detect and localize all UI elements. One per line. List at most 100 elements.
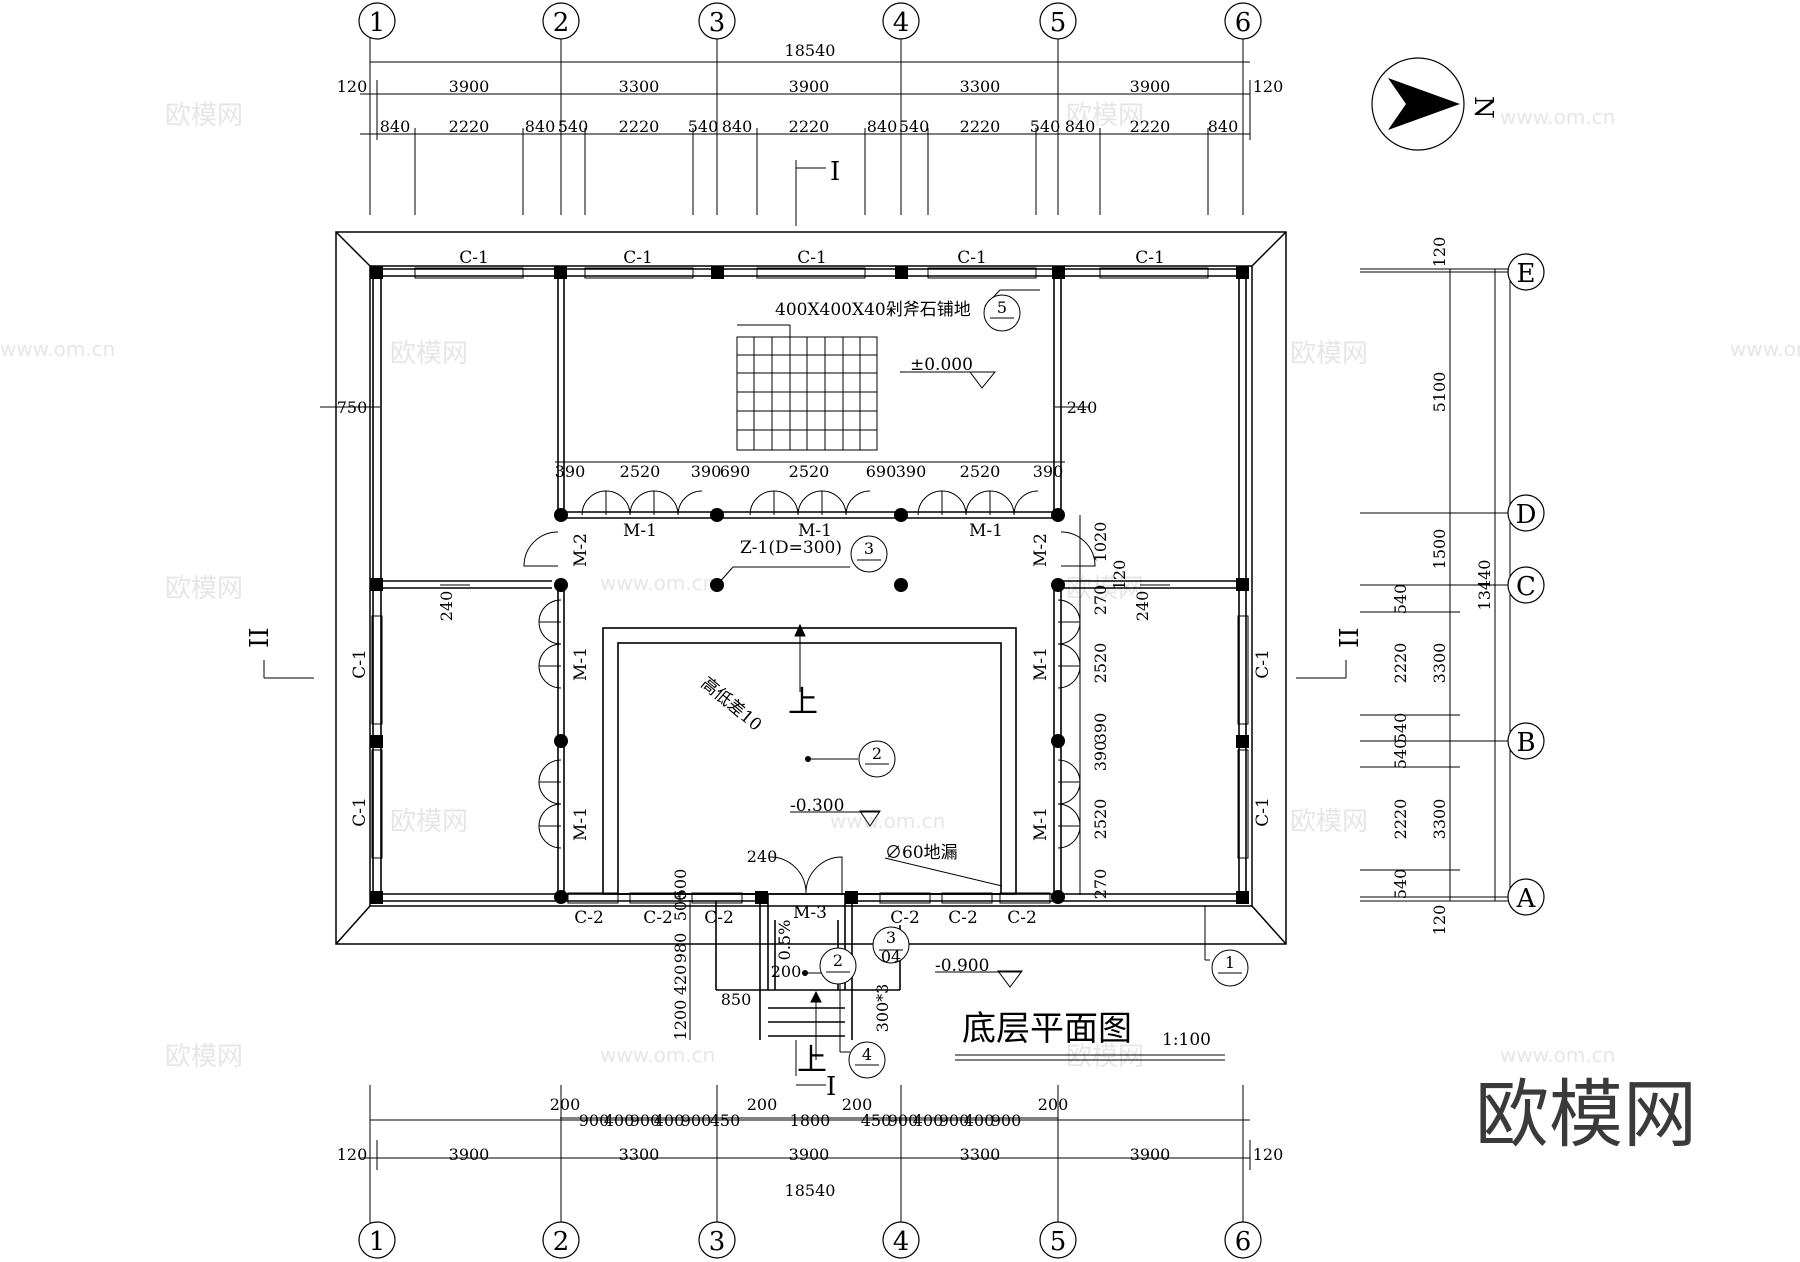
axis-label-3: 3 bbox=[709, 8, 726, 38]
height-diff-note: 高低差10 bbox=[697, 674, 766, 736]
watermark-url: www.om.cn bbox=[1730, 337, 1800, 361]
windows bbox=[371, 267, 1249, 904]
dim-bay: 3300 bbox=[619, 77, 660, 96]
axis-label-5: 5 bbox=[1050, 8, 1067, 38]
dim-200: 200 bbox=[771, 962, 802, 981]
dim-1020: 1020 bbox=[1091, 522, 1110, 563]
watermark-cn: 欧模网 bbox=[390, 339, 468, 369]
dim-right-sub: 540 bbox=[1391, 869, 1410, 900]
north-arrow-icon bbox=[1388, 78, 1460, 130]
level-2: -0.900 bbox=[935, 956, 989, 976]
dim-sub: 400 bbox=[654, 1111, 685, 1130]
axis-label-4: 4 bbox=[893, 8, 910, 38]
dim-right-bay: 1500 bbox=[1430, 529, 1449, 570]
dim-300x3: 300*3 bbox=[873, 984, 892, 1033]
bottom-dimensions: 200 900 400 900 400 900 450 200 1800 200… bbox=[337, 1095, 1284, 1200]
annotation-symbols bbox=[263, 160, 1347, 1086]
column-round bbox=[554, 890, 568, 904]
axis-label-6: 6 bbox=[1235, 1227, 1252, 1257]
watermarks: 欧模网 欧模网 欧模网 欧模网 欧模网 欧模网 欧模网 欧模网 欧模网 欧模网 … bbox=[0, 101, 1800, 1072]
dim-sub: 450 bbox=[861, 1111, 892, 1130]
north-label: N bbox=[1468, 96, 1498, 119]
door-m1: M-1 bbox=[798, 521, 832, 541]
axis-labels: 1 2 3 4 5 6 1 2 3 4 5 6 E D C B A bbox=[369, 8, 1537, 1257]
axis-label-E: E bbox=[1517, 259, 1536, 289]
column-square bbox=[711, 266, 724, 279]
section-mark-II: II bbox=[245, 627, 275, 648]
dim-1200: 1200 bbox=[671, 1000, 690, 1041]
column-round bbox=[894, 578, 908, 592]
axis-label-5: 5 bbox=[1050, 1227, 1067, 1257]
axis-label-4: 4 bbox=[893, 1227, 910, 1257]
dim-inner: 390 bbox=[1091, 741, 1110, 772]
column-square bbox=[1236, 735, 1249, 748]
watermark-url: www.om.cn bbox=[600, 571, 715, 595]
window-c1: C-1 bbox=[1253, 797, 1273, 827]
dim-sub: 540 bbox=[1030, 117, 1061, 136]
dim-sub: 2220 bbox=[789, 117, 830, 136]
dim-inner: 690 bbox=[720, 462, 751, 481]
axis-label-B: B bbox=[1516, 728, 1535, 758]
axis-label-A: A bbox=[1516, 884, 1537, 914]
dim-bay: 3300 bbox=[960, 1145, 1001, 1164]
column-round bbox=[710, 508, 724, 522]
dim-sub: 2220 bbox=[1130, 117, 1171, 136]
window-c2: C-2 bbox=[643, 908, 673, 928]
dim-sub: 900 bbox=[888, 1111, 919, 1130]
door-m3: M-3 bbox=[793, 903, 827, 923]
dim-edge: 120 bbox=[337, 77, 368, 96]
right-dimensions: 120 5100 1500 3300 3300 120 540 2220 540… bbox=[1391, 237, 1494, 936]
column-square bbox=[755, 891, 768, 904]
door-m1: M-1 bbox=[571, 807, 591, 841]
dim-sub: 2220 bbox=[960, 117, 1001, 136]
dim-bay: 3900 bbox=[789, 77, 830, 96]
dim-edge: 120 bbox=[1253, 77, 1284, 96]
watermark-url: www.om.cn bbox=[1500, 1043, 1615, 1067]
total-width-bottom: 18540 bbox=[785, 1181, 836, 1200]
column-round bbox=[554, 578, 568, 592]
column-square bbox=[1236, 266, 1249, 279]
dim-sub: 900 bbox=[681, 1111, 712, 1130]
dim-inner: 690 bbox=[866, 462, 897, 481]
dim-sub: 540 bbox=[899, 117, 930, 136]
site-logo: 欧模网 bbox=[1475, 1072, 1697, 1158]
dim-inner: 2520 bbox=[620, 462, 661, 481]
column-square bbox=[1236, 578, 1249, 591]
window-c1: C-1 bbox=[1135, 248, 1165, 268]
dim-inner: 390 bbox=[691, 462, 722, 481]
annotations: 400X400X40剁斧石铺地 Z-1(D=300) ±0.000 -0.300… bbox=[245, 157, 1365, 1102]
dim-sub: 1800 bbox=[790, 1111, 831, 1130]
walls bbox=[372, 268, 1247, 1040]
slope-label: 0.5% bbox=[775, 920, 794, 961]
detail-refs bbox=[819, 294, 1249, 1079]
dim-right-sub: 2220 bbox=[1391, 799, 1410, 840]
dim-sub: 840 bbox=[867, 117, 898, 136]
column-square bbox=[895, 266, 908, 279]
axis-label-6: 6 bbox=[1235, 8, 1252, 38]
dim-right-bay: 5100 bbox=[1430, 372, 1449, 413]
column-square bbox=[370, 735, 383, 748]
detail-ref-number: 5 bbox=[997, 298, 1007, 317]
watermark-url: www.om.cn bbox=[600, 1043, 715, 1067]
section-mark-I: I bbox=[830, 157, 840, 187]
section-mark-II: II bbox=[1335, 627, 1365, 648]
dim-sub: 200 bbox=[747, 1095, 778, 1114]
dim-sub: 900 bbox=[939, 1111, 970, 1130]
up-arrow-label: 上 bbox=[797, 1043, 827, 1078]
dim-sub: 840 bbox=[1065, 117, 1096, 136]
dimension-lines bbox=[320, 38, 1511, 1245]
dim-edge: 120 bbox=[1253, 1145, 1284, 1164]
dim-inner: 270 bbox=[1091, 585, 1110, 616]
dim-right-sub: 540 bbox=[1391, 584, 1410, 615]
dim-850: 850 bbox=[721, 990, 752, 1009]
total-width-top: 18540 bbox=[785, 41, 836, 60]
axis-label-1: 1 bbox=[369, 1227, 386, 1257]
dim-sub: 200 bbox=[1038, 1095, 1069, 1114]
column-square bbox=[845, 891, 858, 904]
axis-label-D: D bbox=[1516, 500, 1537, 530]
dim-bay: 3300 bbox=[619, 1145, 660, 1164]
dim-edge: 120 bbox=[1430, 237, 1449, 268]
dim-right-bay: 3300 bbox=[1430, 799, 1449, 840]
columns bbox=[370, 266, 1249, 976]
column-square bbox=[370, 891, 383, 904]
